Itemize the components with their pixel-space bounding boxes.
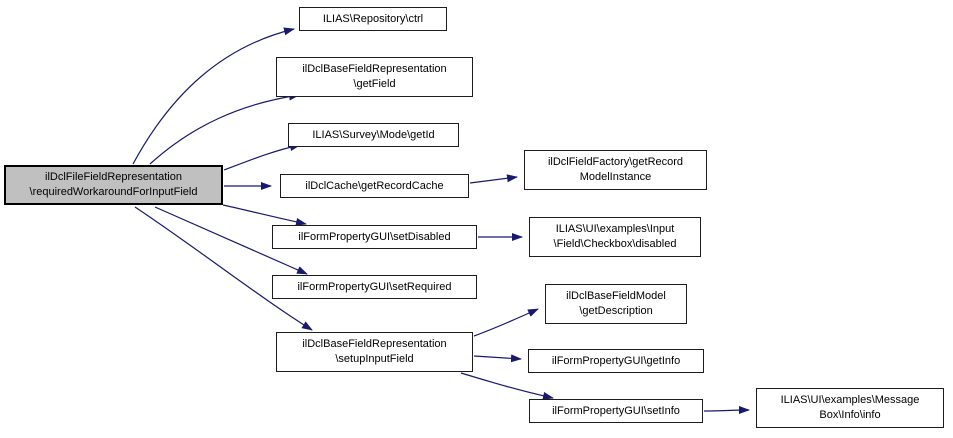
node-label: \Field\Checkbox\disabled [553, 238, 677, 250]
node-label: Box\Info\info [819, 409, 881, 421]
node-get-info[interactable]: ilFormPropertyGUI\getInfo [528, 349, 704, 373]
edge-main-to-get-field [149, 92, 300, 165]
node-label: ilDclBaseFieldModel [566, 290, 666, 302]
edge-get-record-cache-to-get-record-model-instance [469, 174, 518, 184]
node-label: ilFormPropertyGUI\setDisabled [298, 230, 451, 243]
edge-setup-input-field-to-get-description [473, 308, 539, 337]
edge-main-to-ctrl [132, 27, 295, 165]
node-get-id[interactable]: ILIAS\Survey\Mode\getId [288, 123, 459, 147]
node-label: ilDclCache\getRecordCache [305, 179, 444, 192]
node-label: \getField [353, 78, 396, 90]
node-label: ILIAS\UI\examples\Message [780, 394, 920, 406]
node-setup-input-field[interactable]: ilDclBaseFieldRepresentation \setupInput… [276, 332, 473, 372]
node-label: \requiredWorkaroundForInputField [29, 186, 198, 198]
node-label: ILIAS\Survey\Mode\getId [312, 128, 435, 141]
node-label: ILIAS\Repository\ctrl [322, 12, 424, 25]
node-set-required[interactable]: ilFormPropertyGUI\setRequired [272, 275, 477, 299]
node-label: \getDescription [579, 305, 653, 317]
edge-setup-input-field-to-get-info [473, 354, 522, 363]
node-get-description[interactable]: ilDclBaseFieldModel \getDescription [545, 284, 687, 324]
node-label: ILIAS\UI\examples\Input [555, 223, 675, 235]
node-set-disabled[interactable]: ilFormPropertyGUI\setDisabled [272, 225, 477, 249]
edge-set-info-to-message-box-info [703, 406, 750, 415]
node-set-info[interactable]: ilFormPropertyGUI\setInfo [529, 399, 703, 423]
edge-main-to-setup-input-field [134, 206, 313, 331]
node-label: ilDclBaseFieldRepresentation [302, 63, 447, 75]
node-get-record-model-instance[interactable]: ilDclFieldFactory\getRecord ModelInstanc… [524, 150, 707, 190]
node-message-box-info[interactable]: ILIAS\UI\examples\Message Box\Info\info [756, 388, 944, 428]
node-label: ilDclFileFieldRepresentation [45, 171, 182, 183]
node-checkbox-disabled[interactable]: ILIAS\UI\examples\Input \Field\Checkbox\… [529, 217, 701, 257]
edge-setup-input-field-to-set-info [460, 372, 554, 400]
node-label: \setupInputField [335, 353, 414, 365]
node-required-workaround-for-input-field: ilDclFileFieldRepresentation \requiredWo… [4, 165, 223, 205]
node-label: ilDclFieldFactory\getRecord [547, 156, 684, 168]
node-ctrl[interactable]: ILIAS\Repository\ctrl [299, 7, 447, 31]
node-label: ilFormPropertyGUI\setInfo [552, 404, 680, 417]
node-get-field[interactable]: ilDclBaseFieldRepresentation \getField [276, 57, 473, 97]
node-label: ilFormPropertyGUI\getInfo [551, 354, 681, 367]
node-label: ModelInstance [579, 171, 652, 183]
edge-main-to-get-id [223, 143, 301, 171]
node-get-record-cache[interactable]: ilDclCache\getRecordCache [280, 174, 469, 198]
edge-main-to-set-required [154, 206, 308, 275]
edge-main-to-set-disabled [222, 204, 307, 226]
node-label: ilDclBaseFieldRepresentation [302, 338, 447, 350]
node-label: ilFormPropertyGUI\setRequired [297, 280, 452, 293]
